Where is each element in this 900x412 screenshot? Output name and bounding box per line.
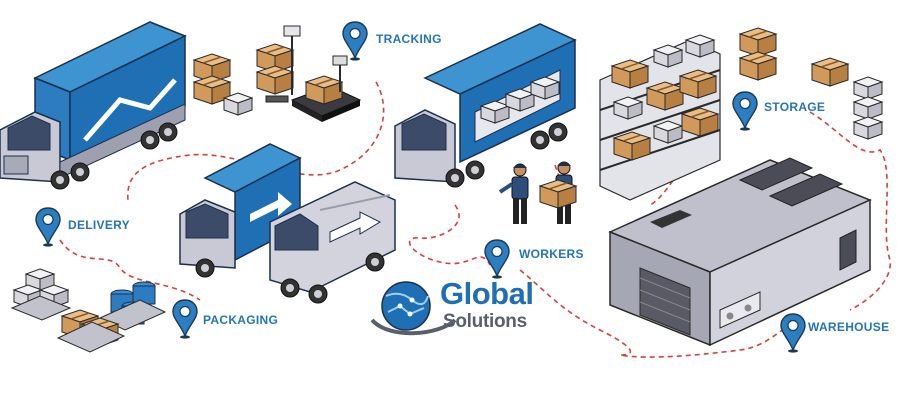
delivery-pin-icon bbox=[35, 207, 61, 248]
worker-1 bbox=[498, 163, 529, 224]
tracking-pin-icon bbox=[342, 21, 368, 62]
storage-label: STORAGE bbox=[764, 100, 826, 114]
logo-title-global: Global bbox=[440, 276, 534, 311]
packaging-items bbox=[10, 268, 167, 353]
delivery-van bbox=[269, 181, 396, 304]
globe-logo-icon bbox=[370, 281, 457, 336]
delivery-label: DELIVERY bbox=[68, 218, 130, 232]
storage-box-piles bbox=[739, 27, 883, 140]
workers-pin-icon bbox=[484, 239, 510, 280]
warehouse-label: WAREHOUSE bbox=[808, 320, 890, 334]
worker-2 bbox=[539, 161, 577, 224]
workers-label: WORKERS bbox=[519, 247, 584, 261]
packaging-pin-icon bbox=[172, 299, 198, 340]
packaging-label: PACKAGING bbox=[203, 313, 279, 327]
delivery-truck-large bbox=[0, 21, 187, 190]
scale-with-box bbox=[290, 55, 362, 122]
tracking-label: TRACKING bbox=[376, 32, 442, 46]
workers bbox=[498, 161, 577, 224]
storage-shelves bbox=[599, 34, 721, 201]
loading-truck bbox=[394, 23, 577, 188]
warehouse-pin-icon bbox=[780, 313, 806, 354]
boxes-stack-tracking bbox=[193, 25, 301, 116]
storage-pin-icon bbox=[732, 91, 758, 132]
warehouse-building bbox=[608, 157, 872, 347]
logo-title-solutions: Solutions bbox=[443, 311, 527, 332]
